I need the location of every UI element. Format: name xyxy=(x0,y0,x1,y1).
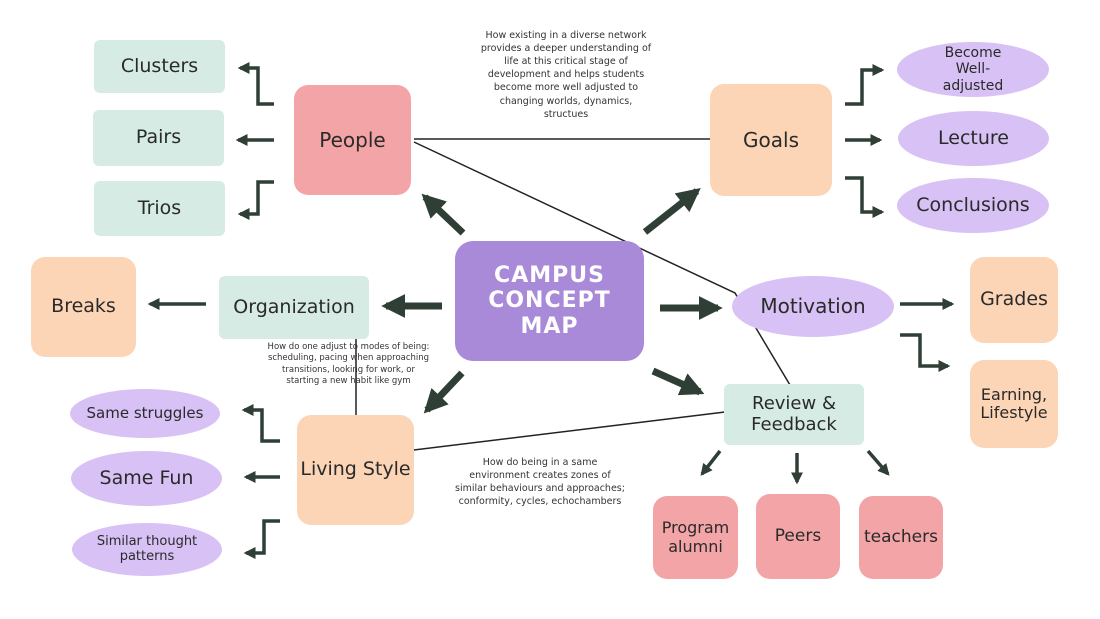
conclusions-node: Conclusions xyxy=(897,178,1049,233)
similar-thought-patterns-label: Similar thought patterns xyxy=(96,533,198,564)
same-fun-node: Same Fun xyxy=(71,451,222,506)
arrow-livingstyle-thought xyxy=(243,519,280,559)
goals-node: Goals xyxy=(710,84,832,196)
become-well-adjusted-node: Become Well-adjusted xyxy=(897,42,1049,97)
program-alumni-label: Program alumni xyxy=(661,518,730,556)
note-same-environment: How do being in a same environment creat… xyxy=(455,457,625,508)
earning-lifestyle-label: Earning, Lifestyle xyxy=(980,384,1048,422)
similar-thought-patterns-node: Similar thought patterns xyxy=(72,523,222,576)
review-feedback-label: Review & Feedback xyxy=(751,392,837,435)
program-alumni-node: Program alumni xyxy=(653,496,738,579)
living-style-node: Living Style xyxy=(297,415,414,525)
clusters-node: Clusters xyxy=(94,40,225,93)
same-struggles-node: Same struggles xyxy=(70,389,220,438)
clusters-label: Clusters xyxy=(120,54,199,77)
breaks-label: Breaks xyxy=(51,295,116,318)
lecture-node: Lecture xyxy=(898,111,1049,166)
note-adjust-modes: How do one adjust to modes of being: sch… xyxy=(267,342,430,387)
center-title-node: CAMPUS CONCEPT MAP xyxy=(455,241,644,361)
same-struggles-label: Same struggles xyxy=(86,403,204,422)
pairs-node: Pairs xyxy=(93,110,224,166)
goals-label: Goals xyxy=(743,127,799,152)
trios-node: Trios xyxy=(94,181,225,236)
teachers-node: teachers xyxy=(859,496,943,579)
trios-label: Trios xyxy=(137,196,182,219)
review-feedback-node: Review & Feedback xyxy=(724,384,864,445)
pairs-label: Pairs xyxy=(135,126,182,149)
become-well-adjusted-label: Become Well-adjusted xyxy=(942,45,1004,94)
living-style-label: Living Style xyxy=(300,458,411,481)
peers-node: Peers xyxy=(756,494,840,579)
organization-node: Organization xyxy=(219,276,369,339)
organization-label: Organization xyxy=(233,295,355,318)
arrow-center-goals xyxy=(642,188,701,235)
arrow-review-alumni xyxy=(700,449,722,476)
arrow-center-livingstyle xyxy=(423,370,465,414)
peers-label: Peers xyxy=(774,525,822,546)
breaks-node: Breaks xyxy=(31,257,136,357)
arrow-motivation-earning xyxy=(900,333,951,372)
note-diverse-network: How existing in a diverse network provid… xyxy=(480,30,652,120)
grades-node: Grades xyxy=(970,257,1058,343)
arrow-goals-become xyxy=(845,64,885,106)
arrow-goals-conclusions xyxy=(845,176,885,218)
arrow-people-clusters xyxy=(237,62,274,106)
arrow-center-review xyxy=(651,367,705,396)
lecture-label: Lecture xyxy=(938,126,1009,149)
arrow-center-people xyxy=(421,193,466,236)
motivation-node: Motivation xyxy=(732,276,894,337)
grades-label: Grades xyxy=(980,288,1048,311)
motivation-label: Motivation xyxy=(760,294,866,318)
center-title: CAMPUS CONCEPT MAP xyxy=(488,263,611,339)
people-label: People xyxy=(319,127,386,152)
earning-lifestyle-node: Earning, Lifestyle xyxy=(970,360,1058,448)
arrow-review-teachers xyxy=(866,449,890,476)
arrow-livingstyle-struggles xyxy=(241,404,280,443)
same-fun-label: Same Fun xyxy=(99,466,194,489)
arrow-people-trios xyxy=(237,180,274,220)
people-node: People xyxy=(294,85,411,195)
conclusions-label: Conclusions xyxy=(916,193,1030,216)
teachers-label: teachers xyxy=(864,526,938,547)
